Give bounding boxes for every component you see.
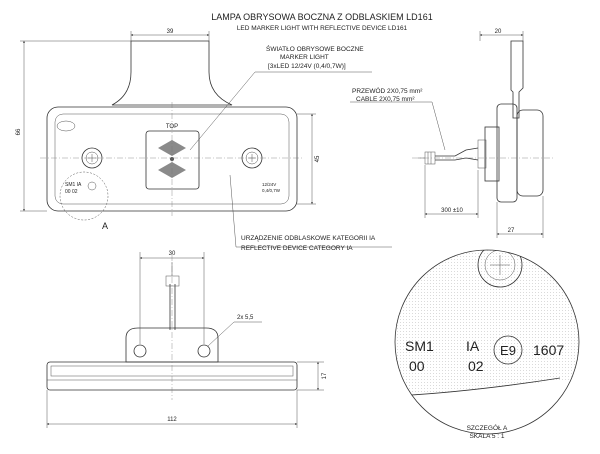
detail-ia: IA — [466, 338, 480, 354]
side-view — [412, 40, 555, 203]
detail-a-marker — [59, 171, 109, 221]
reflex-pl: URZĄDZENIE ODBLASKOWE KATEGORII IA — [241, 235, 376, 242]
dim-300: 300 ±10 — [441, 208, 463, 214]
mount-hole-right — [197, 344, 211, 358]
detail-circle — [394, 249, 580, 435]
front-dimensions: 39 66 45 — [16, 29, 321, 212]
detail-02: 02 — [468, 358, 484, 374]
callout-marker-light: ŚWIATŁO OBRYSOWE BOCZNE MARKER LIGHT [3x… — [189, 44, 372, 151]
callout-reflective: URZĄDZENIE ODBLASKOWE KATEGORII IA REFLE… — [229, 174, 392, 252]
detail-00: 00 — [409, 358, 425, 374]
cable-pl: PRZEWÓD 2X0,75 mm² — [352, 86, 423, 95]
bottom-mount-base — [125, 327, 219, 363]
side-bracket — [510, 40, 524, 119]
marker-pl: ŚWIATŁO OBRYSOWE BOCZNE — [266, 44, 364, 53]
lamp-voltage-2: 0,4/0,7W — [262, 188, 281, 193]
detail-scale: SKALA 5 : 1 — [469, 433, 504, 440]
approval-mark-small — [87, 181, 97, 191]
dim-66: 66 — [16, 128, 22, 135]
mount-hole-left — [133, 344, 147, 358]
led-window — [145, 130, 200, 190]
side-dimensions: 20 300 ±10 27 — [424, 29, 544, 238]
e9-approval-circle — [493, 335, 523, 365]
lamp-marking-1: SM1 IA — [65, 182, 82, 188]
detail-e9: E9 — [500, 343, 516, 358]
callout-cable: PRZEWÓD 2X0,75 mm² CABLE 2X0,75 mm² — [350, 86, 446, 151]
detail-a-label: A — [102, 221, 108, 231]
lamp-marking-2: 00 02 — [65, 189, 78, 195]
detail-caption: SZCZEGÓŁ A — [467, 423, 508, 432]
title-line-1: LAMPA OBRYSOWA BOCZNA Z ODBLASKIEM LD161 — [211, 12, 432, 22]
detail-number: 1607 — [533, 342, 564, 358]
dim-30: 30 — [169, 251, 176, 257]
marker-spec: [3xLED 12/24V (0,4/0,7W)] — [268, 63, 346, 70]
detail-a-view: SM1 IA 00 02 E9 1607 SZCZEGÓŁ A SKALA 5 … — [394, 249, 580, 440]
dim-17: 17 — [322, 372, 328, 379]
lamp-voltage-1: 12/24V — [262, 182, 276, 187]
marker-en: MARKER LIGHT — [280, 54, 329, 61]
dim-112: 112 — [167, 417, 177, 423]
bottom-dimensions: 30 2x 5,5 17 112 — [46, 251, 328, 428]
dim-holes: 2x 5,5 — [237, 315, 254, 321]
cable-en: CABLE 2X0,75 mm² — [356, 96, 415, 103]
reflex-en: REFLECTIVE DEVICE CATEGORY IA — [241, 245, 353, 252]
dim-39: 39 — [167, 29, 174, 35]
title-line-2: LED MARKER LIGHT WITH REFLECTIVE DEVICE … — [237, 25, 408, 32]
dim-27: 27 — [508, 228, 515, 234]
dim-20: 20 — [495, 29, 502, 35]
brand-logo — [56, 120, 76, 132]
dim-45: 45 — [315, 155, 321, 162]
bottom-view — [46, 255, 298, 400]
detail-sm1: SM1 — [405, 338, 434, 354]
front-view: TOP SM1 IA 00 02 12/24V 0,4/0,7W A — [40, 40, 304, 231]
